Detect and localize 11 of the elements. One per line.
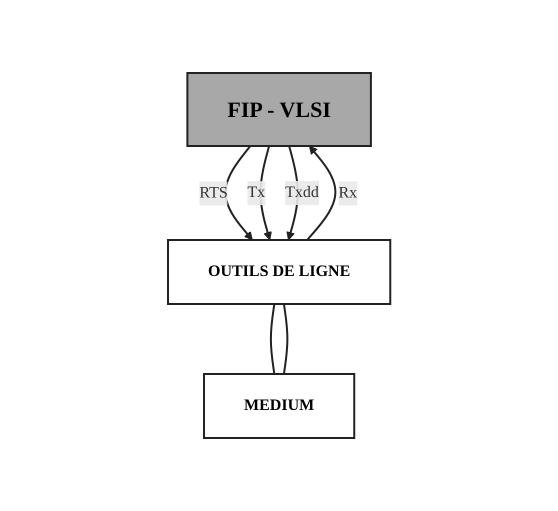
connector	[282, 304, 288, 374]
edge-label: Txdd	[284, 184, 319, 201]
connector	[270, 304, 276, 374]
node-box: MEDIUM	[202, 373, 356, 439]
arrow	[259, 146, 272, 240]
edge-label: Tx	[247, 184, 266, 202]
edge-label: RTS	[199, 184, 228, 202]
edge-label: Rx	[338, 184, 357, 202]
arrow	[306, 146, 336, 241]
node-box: OUTILS DE LIGNE	[166, 239, 392, 305]
node-box: FIP - VLSI	[186, 72, 372, 147]
